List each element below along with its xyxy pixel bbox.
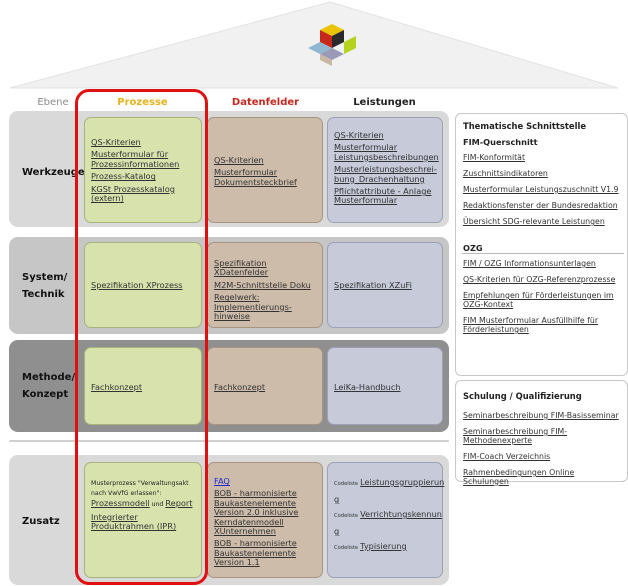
link-rahmenbedingungen-online[interactable]: Rahmenbedingungen Online Schulungen [463,468,575,486]
cell-methode-prozesse: Fachkonzept [84,347,202,425]
link-kgst-prozesskatalog[interactable]: KGSt Prozesskatalog (extern) [91,183,175,204]
cell-werkzeuge-prozesse: QS-Kriterien Musterformular für Prozessi… [84,117,202,223]
cell-system-leistungen: Spezifikation XZuFi [327,242,443,328]
link-spezifikation-xzufi[interactable]: Spezifikation XZuFi [334,280,412,290]
panel-title-thematisch: Thematische Schnittstelle [463,121,587,131]
link-typisierung[interactable]: Typisierung [360,541,407,551]
panel-title-schulung: Schulung / Qualifizierung [463,391,582,401]
cell-methode-leistungen: LeiKa-Handbuch [327,347,443,425]
link-musterleistungsbeschreibung-drachenhaltung[interactable]: Musterleistungsbeschrei-bung_Drachenhalt… [334,164,437,184]
link-musterformular-leistungszuschnitt[interactable]: Musterformular Leistungszuschnitt V1.9 [463,185,619,194]
link-fachkonzept-prozesse[interactable]: Fachkonzept [91,382,143,392]
link-musterformular-dokumentsteckbrief[interactable]: Musterformular Dokumentsteckbrief [214,167,297,187]
row-label-system: System/Technik [22,272,68,300]
link-integrierter-produktrahmen[interactable]: Integrierter Produktrahmen (IPR) [91,512,177,532]
cell-system-datenfelder: Spezifikation XDatenfelder M2M-Schnittst… [207,242,323,328]
panel-schulung-qualifizierung: Schulung / Qualifizierung Seminarbeschre… [455,380,628,486]
link-fachkonzept-datenfelder[interactable]: Fachkonzept [214,382,266,392]
link-fim-konformitaet[interactable]: FIM-Konformität [463,153,525,162]
link-fim-coach-verzeichnis[interactable]: FIM-Coach Verzeichnis [463,452,551,461]
link-fim-musterformular-ausfuellhilfe[interactable]: FIM Musterformular Ausfüllhilfe für Förd… [463,316,599,334]
row-label-methode: Methode/Konzept [22,372,76,400]
link-seminar-methodenexperte[interactable]: Seminarbeschreibung FIM-Methodenexperte [463,427,568,445]
cell-werkzeuge-leistungen: QS-Kriterien Musterformular Leistungsbes… [327,117,443,223]
panel-thematische-schnittstelle: Thematische Schnittstelle FIM-Querschnit… [455,113,628,376]
link-qs-kriterien-leistungen[interactable]: QS-Kriterien [334,130,384,140]
fim-logo-icon [308,24,356,66]
link-leika-handbuch[interactable]: LeiKa-Handbuch [334,382,401,392]
link-prozessmodell[interactable]: Prozessmodell [91,498,150,508]
cell-methode-datenfelder: Fachkonzept [207,347,323,425]
link-faq[interactable]: FAQ [214,476,230,486]
prozesse-highlight-frame [75,89,208,585]
link-leistungsgruppierung-cont[interactable]: g [334,494,340,504]
musterprozess-intro: Musterprozess "Verwaltungsakt nach VwVfG… [91,480,189,497]
link-musterformular-prozessinformationen[interactable]: Musterformular für Prozessinformationen [91,149,180,169]
link-empfehlungen-foerderleistungen[interactable]: Empfehlungen für Förderleistungen im OZG… [463,291,614,309]
row-label-werkzeuge: Werkzeuge [22,167,85,178]
link-m2m-schnittstelle[interactable]: M2M-Schnittstelle Doku [214,279,311,290]
link-regelwerk[interactable]: Regelwerk: Implementierungs-hinweise [214,292,292,322]
link-qs-kriterien-ozg[interactable]: QS-Kriterien für OZG-Referenzprozesse [463,275,616,284]
link-pflichtattribute[interactable]: Pflichtattribute - Anlage Musterformular [334,186,432,206]
column-header-prozesse: Prozesse [117,97,168,108]
link-redaktionsfenster[interactable]: Redaktionsfenster der Bundesredaktion [463,201,618,210]
section-title-ozg: OZG [463,243,483,253]
link-musterformular-leistungsbeschreibungen[interactable]: Musterformular Leistungsbeschreibungen [334,142,439,162]
column-header-datenfelder: Datenfelder [231,97,300,108]
link-leistungsgruppierung[interactable]: Leistungsgruppierun [360,477,445,487]
link-bob-version-2[interactable]: BOB - harmonisierte Baukastenelemente Ve… [214,488,299,537]
cell-werkzeuge-datenfelder: QS-Kriterien Musterformular Dokumentstec… [207,117,323,223]
cell-zusatz-prozesse: Musterprozess "Verwaltungsakt nach VwVfG… [84,462,202,578]
link-seminar-basisseminar[interactable]: Seminarbeschreibung FIM-Basisseminar [463,411,619,420]
link-qs-kriterien-datenfelder[interactable]: QS-Kriterien [214,155,264,165]
link-verrichtungskennung-cont[interactable]: g [334,526,340,536]
house-roof [9,1,619,89]
cell-system-prozesse: Spezifikation XProzess [84,242,202,328]
link-fim-ozg-informationsunterlagen[interactable]: FIM / OZG Informationsunterlagen [463,259,596,268]
cell-zusatz-datenfelder: FAQ BOB - harmonisierte Baukastenelement… [207,462,323,578]
row-label-zusatz: Zusatz [22,516,60,527]
panel-separator [462,253,624,254]
link-prozess-katalog[interactable]: Prozess-Katalog [91,171,156,182]
column-header-ebene: Ebene [37,97,69,108]
link-zuschnittsindikatoren[interactable]: Zuschnittsindikatoren [463,169,548,178]
musterprozess-links: Prozessmodell und Report [91,498,193,508]
link-qs-kriterien-prozesse[interactable]: QS-Kriterien [91,137,141,147]
column-header-leistungen: Leistungen [353,97,416,108]
divider [9,440,449,442]
link-spezifikation-xdatenfelder[interactable]: Spezifikation XDatenfelder [214,258,269,278]
link-report[interactable]: Report [165,498,193,508]
section-title-fim-querschnitt: FIM-Querschnitt [463,137,538,147]
link-uebersicht-sdg[interactable]: Übersicht SDG-relevante Leistungen [463,217,605,226]
link-spezifikation-xprozess[interactable]: Spezifikation XProzess [91,280,183,290]
link-verrichtungskennung[interactable]: Verrichtungskennun [360,509,442,519]
link-bob-version-1-1[interactable]: BOB - harmonisierte Baukastenelemente Ve… [214,538,297,568]
